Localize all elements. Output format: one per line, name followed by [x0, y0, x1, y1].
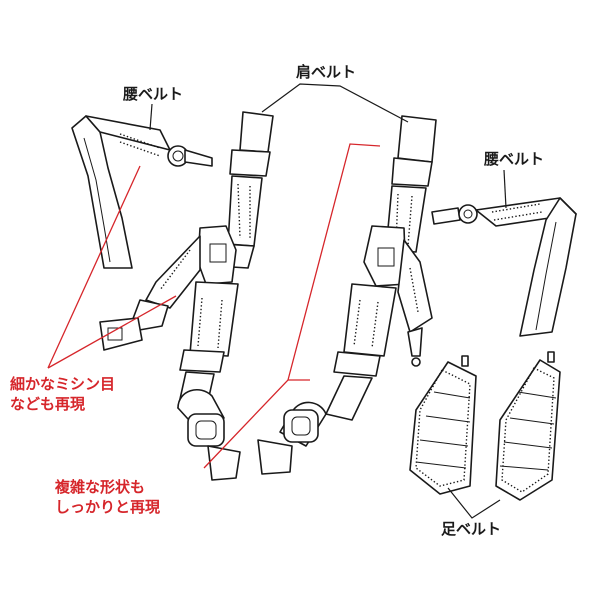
complex-shape-note: 複雑な形状も しっかりと再現 [55, 477, 160, 517]
shoulder-belt-label: 肩ベルト [296, 63, 357, 81]
stitch-note-line1: 細かなミシン目 [10, 375, 116, 393]
shoulder-strap-left-part [99, 111, 274, 481]
waist-belt-left-part [71, 115, 213, 269]
leader-lines-red [47, 143, 381, 469]
waist-belt-left-label: 腰ベルト [123, 85, 184, 103]
stitch-note-line2: なども再現 [10, 395, 86, 413]
shape-note-line2: しっかりと再現 [55, 498, 161, 516]
leader-lines-black [149, 83, 507, 519]
shoulder-strap-right-part [257, 115, 437, 475]
leg-belt-right-part [495, 351, 561, 501]
waist-belt-right-label: 腰ベルト [484, 150, 545, 168]
stitch-detail-note: 細かなミシン目 なども再現 [10, 374, 115, 414]
leg-belt-label: 足ベルト [441, 520, 502, 538]
leg-belt-left-part [409, 355, 477, 495]
shape-note-line1: 複雑な形状も [55, 478, 146, 496]
waist-belt-right-part [431, 197, 577, 337]
